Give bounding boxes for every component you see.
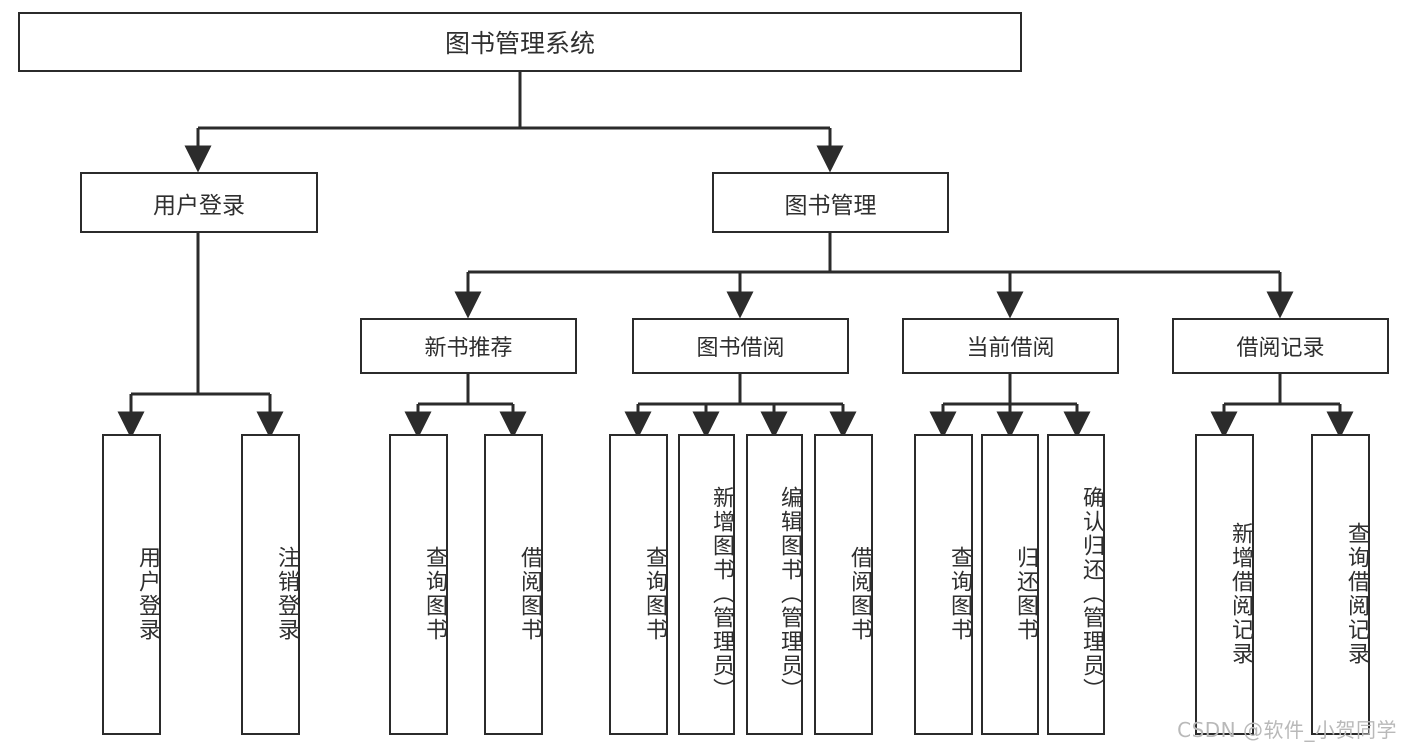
leaf-label: 查询借阅记录 xyxy=(1344,521,1369,666)
node-root-system[interactable]: 图书管理系统 xyxy=(18,12,1022,72)
leaf-current-confirm-return-admin[interactable]: 确认归还（管理员） xyxy=(1047,434,1105,735)
leaf-label: 查询图书 xyxy=(642,545,667,642)
leaf-label: 借阅图书 xyxy=(517,545,542,642)
leaf-record-query[interactable]: 查询借阅记录 xyxy=(1311,434,1370,735)
leaf-borrow-edit-book-admin[interactable]: 编辑图书（管理员） xyxy=(746,434,803,735)
leaf-label: 新增图书（管理员） xyxy=(709,485,734,702)
leaf-label: 编辑图书（管理员） xyxy=(777,485,802,702)
leaf-new-book-query[interactable]: 查询图书 xyxy=(389,434,448,735)
leaf-new-book-borrow[interactable]: 借阅图书 xyxy=(484,434,543,735)
leaf-current-query-book[interactable]: 查询图书 xyxy=(914,434,973,735)
leaf-label: 新增借阅记录 xyxy=(1228,521,1253,666)
node-book-borrow[interactable]: 图书借阅 xyxy=(632,318,849,374)
leaf-record-add[interactable]: 新增借阅记录 xyxy=(1195,434,1254,735)
leaf-borrow-borrow-book[interactable]: 借阅图书 xyxy=(814,434,873,735)
leaf-label: 借阅图书 xyxy=(847,545,872,642)
leaf-label: 确认归还（管理员） xyxy=(1079,485,1104,702)
node-user-login[interactable]: 用户登录 xyxy=(80,172,318,233)
watermark-text: CSDN @软件_小贺同学 xyxy=(1177,718,1397,742)
node-borrow-record[interactable]: 借阅记录 xyxy=(1172,318,1389,374)
node-current-borrow[interactable]: 当前借阅 xyxy=(902,318,1119,374)
leaf-label: 查询图书 xyxy=(422,545,447,642)
leaf-label: 查询图书 xyxy=(947,545,972,642)
leaf-borrow-add-book-admin[interactable]: 新增图书（管理员） xyxy=(678,434,735,735)
leaf-label: 用户登录 xyxy=(135,545,160,642)
leaf-user-login-signout[interactable]: 注销登录 xyxy=(241,434,300,735)
leaf-borrow-query-book[interactable]: 查询图书 xyxy=(609,434,668,735)
leaf-label: 归还图书 xyxy=(1013,545,1038,642)
leaf-user-login-signin[interactable]: 用户登录 xyxy=(102,434,161,735)
leaf-current-return-book[interactable]: 归还图书 xyxy=(981,434,1039,735)
leaf-label: 注销登录 xyxy=(274,545,299,642)
node-book-management[interactable]: 图书管理 xyxy=(712,172,949,233)
node-new-book-recommend[interactable]: 新书推荐 xyxy=(360,318,577,374)
